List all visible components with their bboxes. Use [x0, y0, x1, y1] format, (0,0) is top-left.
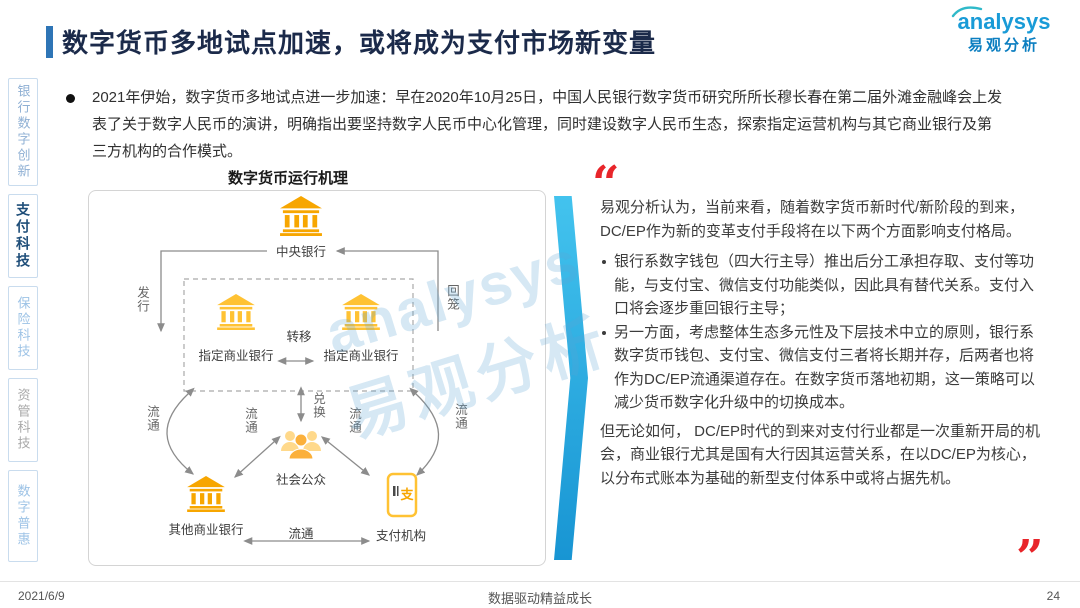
sidebar-item-bank-digital-innovation[interactable]: 银行数字创新	[8, 78, 38, 186]
node-label-public: 社会公众	[275, 473, 326, 487]
page-title: 数字货币多地试点加速，或将成为支付市场新变量	[62, 28, 657, 58]
analysis-lead: 易观分析认为，当前来看，随着数字货币新时代/新阶段的到来，DC/EP作为新的变革…	[600, 199, 1025, 240]
flow-label-circulate-left: 流通	[145, 405, 159, 432]
diagram-flow-lines	[157, 247, 440, 545]
digital-currency-diagram: 支 中央银行 指定商业银行 指定商业银行 社会公众 其他商业银行 支付机构 发行…	[88, 190, 546, 566]
footer-page-number: 24	[1046, 589, 1060, 603]
logo-en-text: analysys	[957, 9, 1051, 34]
flow-label-circulate-right: 流通	[453, 403, 467, 430]
title-accent-bar	[46, 26, 53, 58]
payment-glyph: 支	[399, 487, 414, 502]
flow-label-circulate-public-right: 流通	[347, 407, 361, 434]
section-arrow-shape	[554, 196, 588, 560]
node-label-designated-bank-right: 指定商业银行	[323, 349, 399, 363]
quote-open-icon: “	[592, 156, 620, 212]
sidebar-item-insurance-tech[interactable]: 保险科技	[8, 286, 38, 370]
footer-slogan: 数据驱动精益成长	[487, 591, 592, 606]
flow-label-circulate-bottom: 流通	[288, 527, 314, 541]
sidebar-item-payment-tech[interactable]: 支付科技	[8, 194, 38, 278]
intro-paragraph: 2021年伊始，数字货币多地试点进一步加速：早在2020年10月25日，中国人民…	[92, 89, 1003, 160]
analysys-logo: analysys 易观分析	[942, 6, 1066, 55]
sidebar-item-asset-mgmt-tech[interactable]: 资管科技	[8, 378, 38, 462]
analysis-bullet: 银行系数字钱包（四大行主导）推出后分工承担存取、支付等功能，与支付宝、微信支付功…	[600, 250, 1046, 321]
node-label-central-bank: 中央银行	[275, 245, 326, 259]
flow-label-issue: 发行	[135, 286, 149, 313]
analysis-bullet-text: 另一方面，考虑整体生态多元性及下层技术中立的原则，银行系数字货币钱包、支付宝、微…	[614, 323, 1035, 412]
node-label-other-bank: 其他商业银行	[168, 523, 244, 537]
designated-bank-right-icon	[340, 294, 382, 330]
logo-swoosh-icon	[951, 6, 982, 18]
node-label-designated-bank-left: 指定商业银行	[198, 349, 274, 363]
intro-bullet-dot	[66, 94, 75, 103]
footer-date: 2021/6/9	[18, 589, 65, 603]
bullet-dot	[602, 330, 606, 335]
bullet-dot	[602, 260, 606, 264]
sidebar-item-digital-inclusion[interactable]: 数字普惠	[8, 470, 38, 562]
payment-phone-icon: 支	[386, 472, 418, 518]
quote-close-icon: ”	[1016, 530, 1044, 586]
central-bank-icon	[278, 196, 324, 236]
public-people-icon	[281, 431, 321, 460]
diagram-title: 数字货币运行机理	[227, 170, 348, 187]
analysis-column: 易观分析认为，当前来看，随着数字货币新时代/新阶段的到来，DC/EP作为新的变革…	[600, 196, 1046, 490]
other-bank-icon	[185, 476, 227, 512]
analysis-conclusion: 但无论如何， DC/EP时代的到来对支付行业都是一次重新开局的机会，商业银行尤其…	[600, 422, 1041, 487]
flow-label-recall: 回笼	[445, 284, 459, 311]
designated-bank-left-icon	[215, 294, 257, 330]
logo-cn-text: 易观分析	[967, 37, 1040, 55]
footer-divider	[0, 581, 1080, 582]
flow-label-circulate-public-left: 流通	[243, 407, 257, 434]
analysis-bullet-text: 银行系数字钱包（四大行主导）推出后分工承担存取、支付等功能，与支付宝、微信支付功…	[614, 253, 1035, 317]
flow-label-exchange: 兑换	[311, 392, 325, 419]
logo-wordmark: analysys	[951, 6, 1051, 34]
flow-label-transfer: 转移	[286, 330, 312, 344]
analysis-bullet: 另一方面，考虑整体生态多元性及下层技术中立的原则，银行系数字货币钱包、支付宝、微…	[600, 321, 1046, 415]
node-label-payment-org: 支付机构	[375, 529, 426, 543]
